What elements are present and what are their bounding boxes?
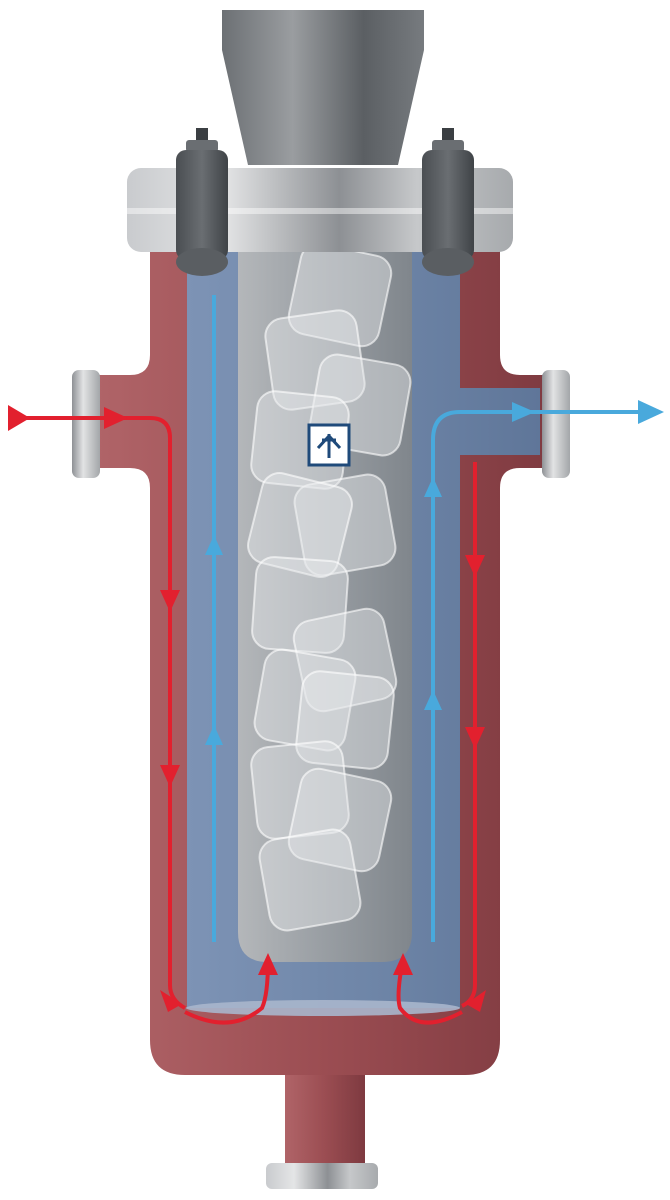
hopper-cone xyxy=(222,50,424,165)
ice-cube-13 xyxy=(258,828,362,932)
bottom-nozzle xyxy=(266,1060,378,1189)
hopper-top xyxy=(222,10,424,50)
hot-down-arrow-icon xyxy=(465,555,485,577)
cold-right-arrow-icon xyxy=(512,402,535,422)
cold-up-arrow-icon xyxy=(424,690,442,710)
hot-flow-right xyxy=(461,462,477,1008)
jacket-bottom-plate xyxy=(186,1000,460,1016)
right-stud xyxy=(422,128,474,276)
cold-outlet-arrow-icon xyxy=(638,400,664,424)
hot-corner-arrow-icon xyxy=(466,990,486,1012)
logo-up-arrow-emblem-icon xyxy=(307,423,351,467)
bottom-flange xyxy=(266,1163,378,1189)
hot-down-arrow-icon xyxy=(160,765,180,787)
hot-up-arrow-icon xyxy=(393,953,413,975)
hot-right-arrow-icon xyxy=(104,407,128,429)
ice-cube-10 xyxy=(295,670,395,770)
cold-flow-arrowheads xyxy=(205,400,664,745)
cold-up-arrow-icon xyxy=(424,477,442,497)
hot-inlet-arrow-icon xyxy=(8,405,30,431)
hot-corner-arrow-icon xyxy=(160,990,182,1012)
hot-flow-left-bottom xyxy=(184,959,270,1025)
hot-down-arrow-icon xyxy=(465,727,485,749)
inlet-flange xyxy=(72,370,100,478)
cold-flow-lines xyxy=(212,295,640,942)
hot-flow-right-bottom xyxy=(396,959,463,1025)
hot-flow-arrowheads xyxy=(8,405,486,1012)
hot-down-arrow-icon xyxy=(160,590,180,612)
ice-cubes xyxy=(247,242,412,932)
hot-up-arrow-icon xyxy=(258,953,278,975)
ice-cube-6 xyxy=(247,472,353,578)
cold-up-arrow-icon xyxy=(205,535,223,555)
outlet-flange xyxy=(542,370,570,478)
cold-flow-right xyxy=(431,410,640,942)
ice-cube-5 xyxy=(293,473,397,577)
cold-up-arrow-icon xyxy=(205,725,223,745)
ice-cube-12 xyxy=(287,767,393,873)
ice-cube-2 xyxy=(264,309,366,411)
left-stud xyxy=(176,128,228,276)
